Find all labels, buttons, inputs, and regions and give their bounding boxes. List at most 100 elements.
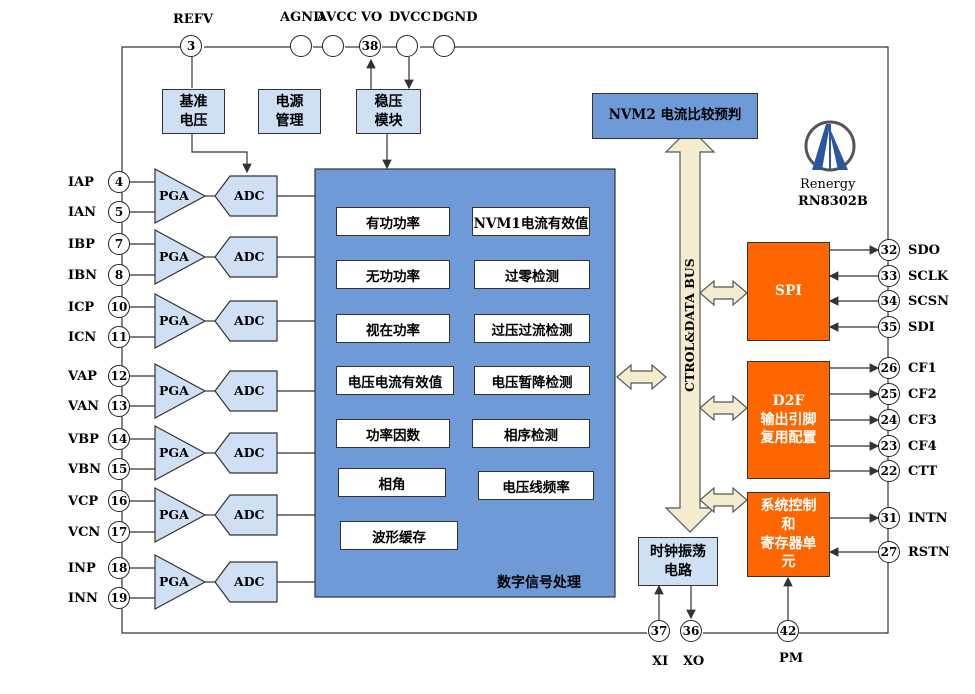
dsp-function-item: 功率因数 xyxy=(336,419,450,448)
channel-n-label: VCN xyxy=(68,525,101,540)
channel-p-label: ICP xyxy=(68,300,95,315)
channel-p-label: INP xyxy=(68,561,96,576)
pga-triangle xyxy=(154,292,207,350)
dsp-title: 数字信号处理 xyxy=(497,575,581,591)
dsp-function-item: NVM1电流有效值 xyxy=(472,207,590,236)
d2f-pin: 23 xyxy=(878,435,900,457)
regulator-block: 稳压 模块 xyxy=(356,89,421,134)
spi-pin-name: SDO xyxy=(908,243,940,258)
dsp-function-item: 过压过流检测 xyxy=(474,314,590,343)
channel-n-label: IBN xyxy=(68,268,97,283)
pga-label: PGA xyxy=(159,383,189,398)
adc-label: ADC xyxy=(234,249,265,264)
channel-p-pin: 7 xyxy=(108,233,130,255)
pga-triangle xyxy=(154,362,207,420)
channel-n-pin: 11 xyxy=(108,326,130,348)
channel-p-pin: 18 xyxy=(108,557,130,579)
spi-pin-name: SCLK xyxy=(908,269,949,284)
channel-p-pin: 10 xyxy=(108,296,130,318)
pga-label: PGA xyxy=(159,188,189,203)
channel-n-pin: 5 xyxy=(108,201,130,223)
pin-dvcc xyxy=(396,35,418,57)
pga-triangle xyxy=(154,167,207,225)
system-control-block: 系统控制 和 寄存器单 元 xyxy=(747,492,830,577)
power-management-block: 电源 管理 xyxy=(258,89,321,134)
channel-p-pin: 14 xyxy=(108,428,130,450)
pin-vo: 38 xyxy=(359,35,381,57)
xi-label: XI xyxy=(652,654,669,669)
d2f-pin-name: CF1 xyxy=(908,361,937,376)
pin-refv: 3 xyxy=(180,35,202,57)
adc-label: ADC xyxy=(234,188,265,203)
channel-p-label: IAP xyxy=(68,175,94,190)
bus-arrow-spi xyxy=(699,279,748,307)
dsp-function-item: 过零检测 xyxy=(474,260,590,289)
channel-p-label: VAP xyxy=(68,369,97,384)
spi-pin: 32 xyxy=(878,239,900,261)
spi-pin: 34 xyxy=(878,290,900,312)
bus-label: CTROL&DATA BUS xyxy=(682,258,697,392)
channel-n-label: INN xyxy=(68,591,98,606)
logo-model: RN8302B xyxy=(798,194,868,209)
channel-n-pin: 17 xyxy=(108,521,130,543)
channel-p-label: VCP xyxy=(68,494,99,509)
adc-label: ADC xyxy=(234,507,265,522)
dsp-function-item: 电压电流有效值 xyxy=(336,366,454,395)
pga-triangle xyxy=(154,553,207,611)
channel-n-pin: 13 xyxy=(108,395,130,417)
d2f-pin: 26 xyxy=(878,357,900,379)
pm-label: PM xyxy=(779,651,804,666)
clock-oscillator-block: 时钟振荡 电路 xyxy=(638,537,718,586)
avcc-label: AVCC xyxy=(317,10,357,25)
pga-label: PGA xyxy=(159,313,189,328)
dsp-function-item: 波形缓存 xyxy=(340,521,458,550)
channel-p-pin: 16 xyxy=(108,490,130,512)
vo-label: VO xyxy=(361,10,383,25)
channel-n-pin: 8 xyxy=(108,264,130,286)
pin-xo: 36 xyxy=(680,620,702,642)
pin-avcc xyxy=(322,35,344,57)
dsp-function-item: 电压线频率 xyxy=(478,471,594,500)
adc-label: ADC xyxy=(234,313,265,328)
channel-p-label: IBP xyxy=(68,237,95,252)
sysctl-pin-name: RSTN xyxy=(908,545,950,560)
spi-block: SPI xyxy=(747,242,830,341)
dsp-function-item: 视在功率 xyxy=(336,314,450,343)
channel-n-pin: 19 xyxy=(108,587,130,609)
spi-pin-name: SCSN xyxy=(908,294,950,309)
adc-label: ADC xyxy=(234,445,265,460)
adc-shape xyxy=(214,236,278,278)
pga-triangle xyxy=(154,486,207,544)
pin-agnd xyxy=(290,35,312,57)
sysctl-pin-name: INTN xyxy=(908,511,948,526)
bus-arrow-d2f xyxy=(699,394,748,422)
sysctl-pin: 31 xyxy=(878,507,900,529)
pga-triangle xyxy=(154,228,207,286)
adc-shape xyxy=(214,370,278,412)
pga-triangle xyxy=(154,424,207,482)
dsp-function-item: 相序检测 xyxy=(472,419,590,448)
dsp-function-item: 相角 xyxy=(338,468,446,497)
channel-n-label: IAN xyxy=(68,205,97,220)
adc-label: ADC xyxy=(234,574,265,589)
adc-shape xyxy=(214,432,278,474)
sysctl-pin: 27 xyxy=(878,541,900,563)
nvm2-block: NVM2 电流比较预判 xyxy=(592,93,758,139)
d2f-pin: 24 xyxy=(878,409,900,431)
channel-n-label: VAN xyxy=(68,399,100,414)
pin-xi: 37 xyxy=(648,620,670,642)
adc-shape xyxy=(214,175,278,217)
agnd-label: AGND xyxy=(280,10,325,25)
pin-pm: 42 xyxy=(777,620,799,642)
dgnd-label: DGND xyxy=(432,10,478,25)
channel-p-pin: 4 xyxy=(108,171,130,193)
pga-label: PGA xyxy=(159,249,189,264)
dsp-function-item: 有功功率 xyxy=(336,207,450,236)
channel-n-pin: 15 xyxy=(108,458,130,480)
adc-shape xyxy=(214,561,278,603)
spi-pin: 33 xyxy=(878,265,900,287)
channel-p-pin: 12 xyxy=(108,365,130,387)
channel-p-label: VBP xyxy=(68,432,99,447)
dvcc-label: DVCC xyxy=(389,10,431,25)
dsp-function-item: 无功功率 xyxy=(336,260,450,289)
